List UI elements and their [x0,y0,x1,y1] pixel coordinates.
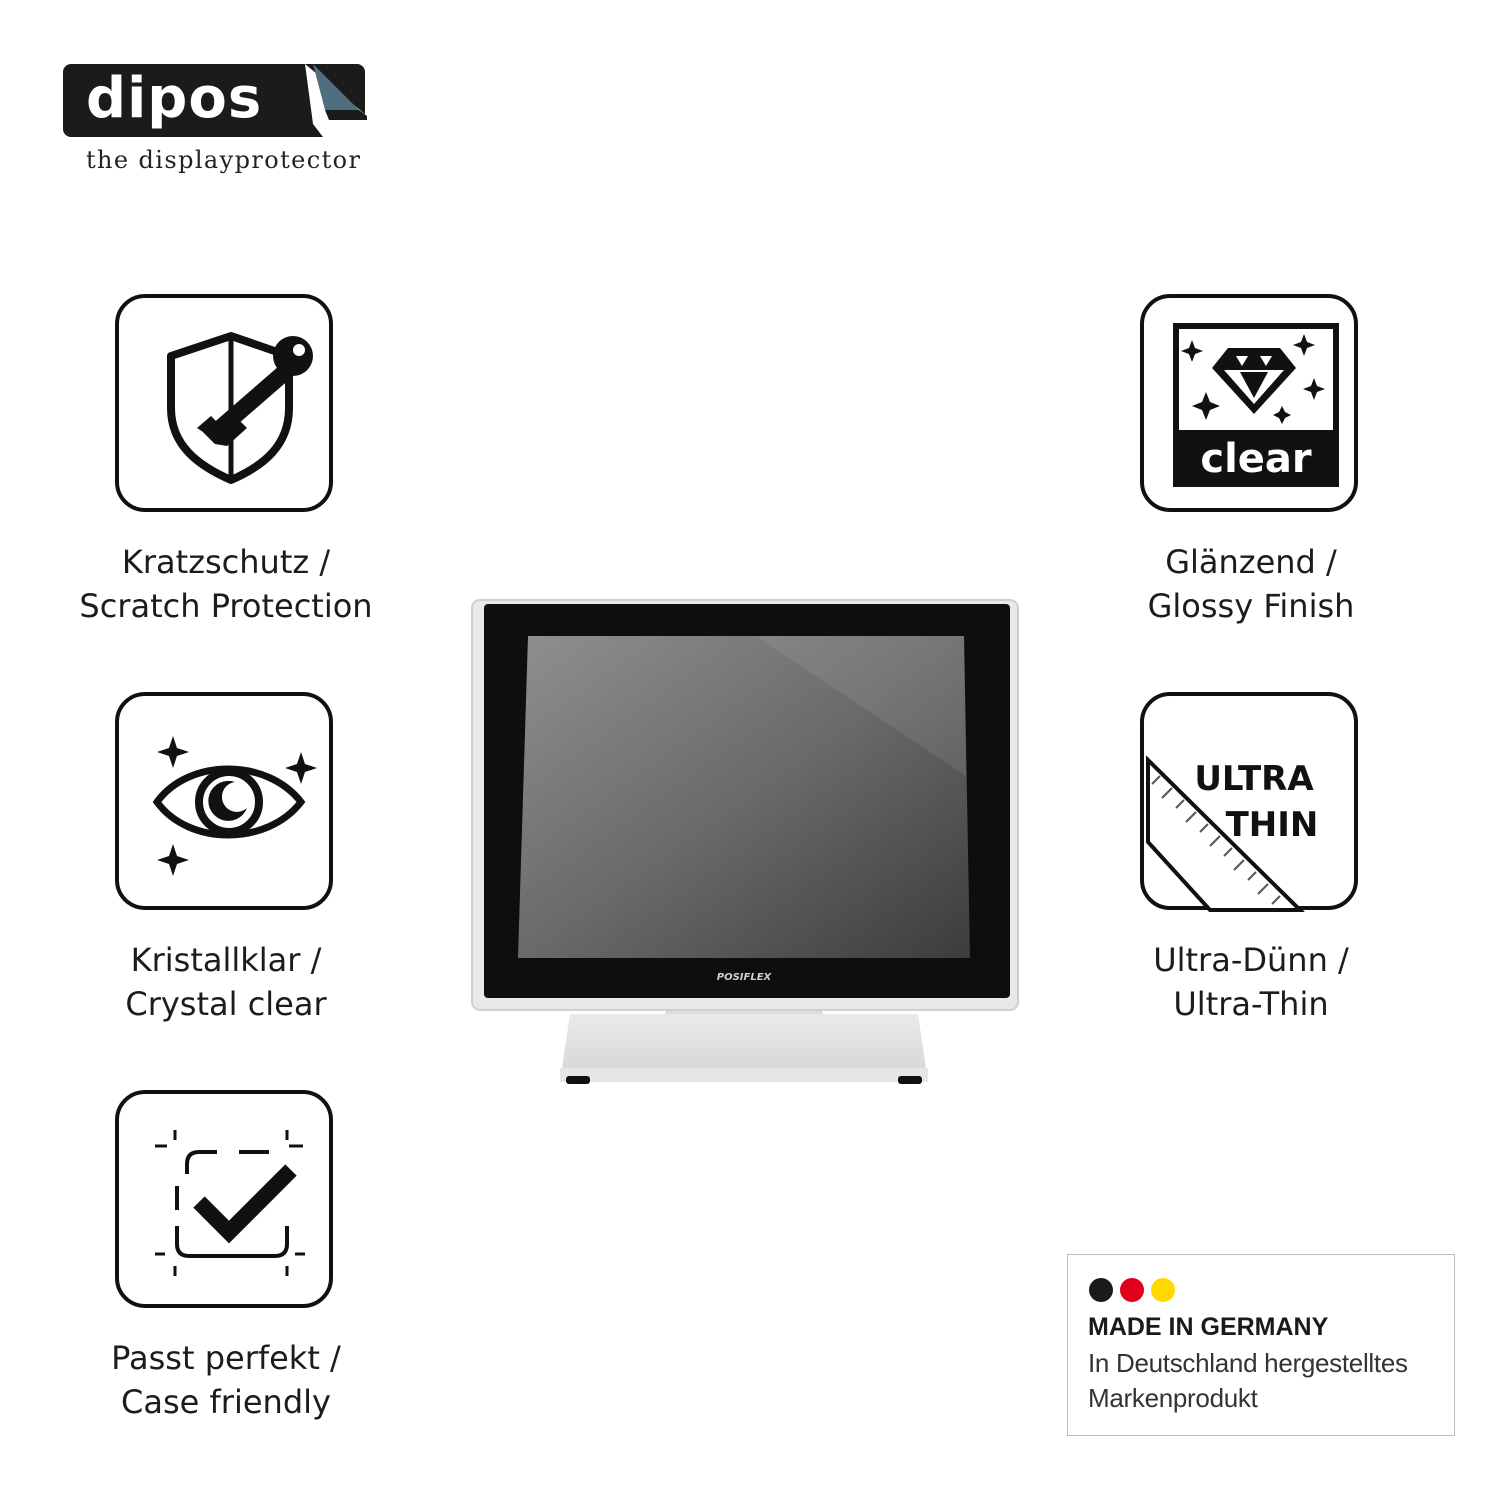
feature-caption-scratch-protection: Kratzschutz / Scratch Protection [79,543,373,625]
pos-monitor-image: POSIFLEX [471,599,1019,1084]
flag-dot-gold [1151,1278,1175,1302]
clear-label: clear [1200,436,1312,482]
posiflex-label: POSIFLEX [717,972,773,983]
feature-tile-glossy-finish: clear [1140,294,1358,512]
brand-tagline: the displayprotector [86,146,362,174]
badge-line-1: In Deutschland hergestelltes [1088,1348,1408,1378]
ultra-label: ULTRA [1194,759,1314,799]
eye-sparkle-icon [152,736,317,876]
flag-dot-black [1089,1278,1113,1302]
thin-label: THIN [1226,805,1319,845]
shield-key-icon [167,332,313,484]
brand-name: dipos [86,66,263,131]
feature-tile-crystal-clear [115,692,333,910]
page-peel-icon [305,64,367,137]
feature-tile-ultra-thin: ULTRA THIN [1140,692,1358,912]
feature-tile-case-friendly [115,1090,333,1308]
feature-tile-scratch-protection [115,294,333,512]
badge-title: MADE IN GERMANY [1088,1313,1329,1341]
feature-caption-glossy-finish: Glänzend / Glossy Finish [1147,543,1355,625]
flag-dot-red [1120,1278,1144,1302]
perfect-fit-check-icon [155,1130,305,1276]
feature-caption-crystal-clear: Kristallklar / Crystal clear [125,941,327,1023]
ultra-thin-ruler-icon: ULTRA THIN [1146,755,1319,912]
badge-line-2: Markenprodukt [1088,1383,1258,1413]
feature-caption-ultra-thin: Ultra-Dünn / Ultra-Thin [1153,941,1349,1023]
feature-caption-case-friendly: Passt perfekt / Case friendly [111,1339,341,1421]
diamond-clear-icon: clear [1173,323,1339,487]
